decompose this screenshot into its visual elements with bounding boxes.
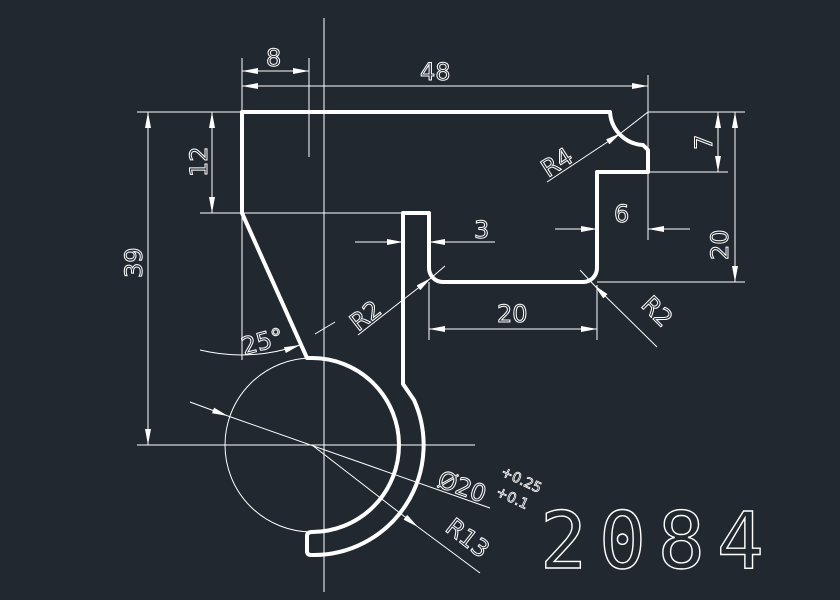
dim-20-right: 20 bbox=[706, 229, 734, 260]
dim-r2-left: R2 bbox=[344, 295, 386, 337]
dim-8: 8 bbox=[266, 44, 281, 72]
dim-r4: R4 bbox=[536, 142, 578, 183]
dim-r2-right: R2 bbox=[636, 290, 678, 332]
dim-3: 3 bbox=[474, 216, 489, 244]
dim-39: 39 bbox=[120, 247, 148, 278]
dim-20-bottom: 20 bbox=[497, 300, 528, 328]
dim-12: 12 bbox=[185, 146, 213, 177]
dim-48: 48 bbox=[420, 58, 451, 86]
dim-r13: R13 bbox=[440, 513, 494, 564]
dimension-lines bbox=[145, 68, 738, 574]
dim-6: 6 bbox=[614, 200, 629, 228]
part-outline bbox=[240, 110, 650, 557]
part-number: 2084 bbox=[540, 497, 776, 587]
dim-bore-diameter: Ø20 bbox=[434, 465, 490, 508]
extension-lines bbox=[137, 58, 745, 446]
dim-7: 7 bbox=[690, 135, 718, 150]
dim-angle-25: 25° bbox=[238, 323, 286, 361]
